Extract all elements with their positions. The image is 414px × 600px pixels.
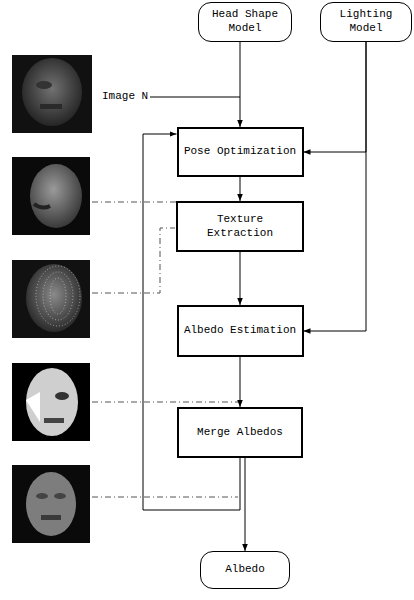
node-label: Merge Albedos bbox=[197, 426, 283, 440]
terminal-box: Head Shape Model bbox=[198, 2, 292, 42]
terminal-box: Albedo bbox=[200, 551, 290, 589]
flow-arrow bbox=[240, 177, 241, 201]
flow-arrow bbox=[240, 252, 241, 305]
node-label: Texture Extraction bbox=[182, 213, 298, 241]
pose-image bbox=[12, 157, 90, 235]
process-box: Pose Optimization bbox=[177, 127, 304, 177]
node-label: Albedo bbox=[225, 563, 265, 577]
flow-arrow bbox=[240, 42, 241, 127]
leader-line bbox=[92, 228, 175, 293]
leader-line bbox=[92, 497, 238, 498]
input-image bbox=[12, 55, 92, 133]
input-leader bbox=[150, 97, 240, 98]
process-box: Albedo Estimation bbox=[177, 305, 304, 357]
terminal-box: Lighting Model bbox=[320, 2, 412, 42]
node-label: Lighting Model bbox=[325, 8, 407, 36]
process-box: Merge Albedos bbox=[177, 407, 303, 458]
merged-albedo-image bbox=[12, 465, 90, 543]
leader-line bbox=[92, 402, 238, 403]
flow-arrow bbox=[304, 42, 367, 152]
node-label: Albedo Estimation bbox=[184, 324, 296, 338]
flow-arrow bbox=[245, 458, 246, 551]
image-label: Image N bbox=[100, 90, 150, 102]
albedo-image bbox=[12, 363, 90, 441]
process-box: Texture Extraction bbox=[176, 201, 304, 252]
flow-arrow bbox=[304, 42, 367, 331]
texture-image bbox=[12, 260, 90, 338]
flow-arrow bbox=[240, 357, 241, 407]
node-label: Head Shape Model bbox=[203, 8, 287, 36]
node-label: Pose Optimization bbox=[184, 145, 296, 159]
